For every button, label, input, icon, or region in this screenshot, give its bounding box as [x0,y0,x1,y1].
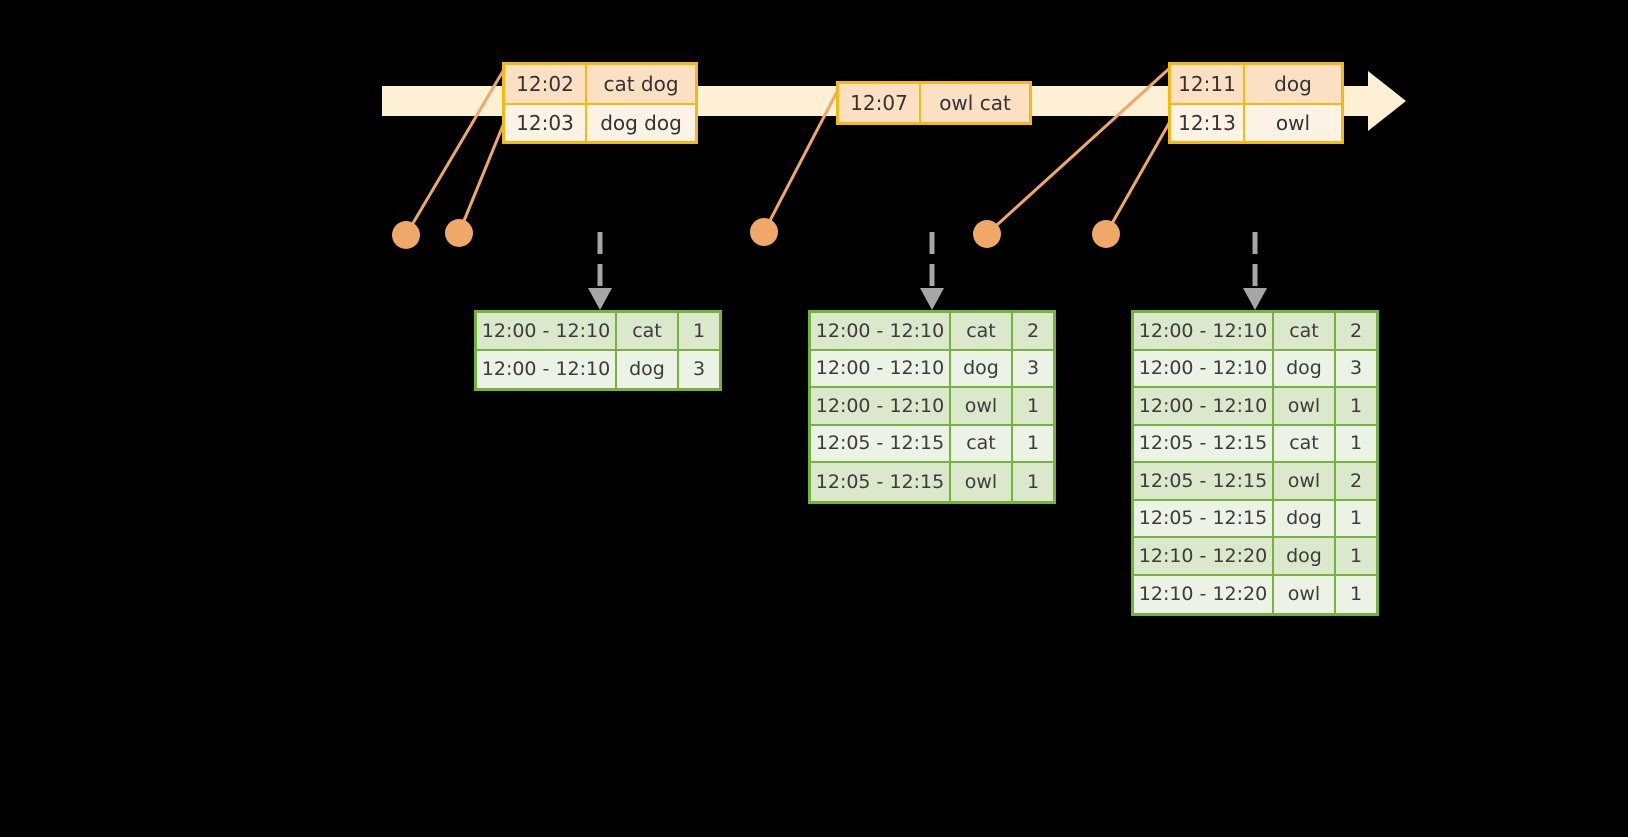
window-cell: 12:05 - 12:15 [1134,425,1274,461]
count-cell: 1 [1013,425,1053,461]
count-cell: 2 [1336,463,1376,499]
count-cell: 1 [679,313,719,349]
event-marker-5-dot [1092,220,1120,248]
connector-line-2 [457,117,508,234]
count-cell: 1 [1336,500,1376,536]
window-cell: 12:05 - 12:15 [811,463,951,501]
event-marker-2-dot [445,219,473,247]
window-cell: 12:00 - 12:10 [477,350,617,388]
event-group-a[interactable]: 12:02 cat dog 12:03 dog dog [502,62,698,144]
event-time: 12:07 [839,84,921,122]
count-cell: 1 [1013,463,1053,501]
event-time: 12:11 [1171,65,1245,103]
key-cell: cat [617,313,679,349]
emit-arrow-1-head [588,288,612,310]
window-cell: 12:00 - 12:10 [1134,388,1274,424]
window-cell: 12:00 - 12:10 [811,313,951,349]
key-cell: cat [1274,425,1336,461]
event-words: dog dog [587,105,695,141]
event-words: cat dog [587,65,695,103]
event-markers [392,218,1120,249]
window-cell: 12:00 - 12:10 [477,313,617,349]
event-words: owl cat [921,84,1029,122]
event-row: 12:13 owl [1171,103,1341,141]
key-cell: owl [1274,463,1336,499]
event-words: dog [1245,65,1341,103]
count-cell: 2 [1013,313,1053,349]
key-cell: dog [1274,538,1336,574]
key-cell: owl [1274,575,1336,613]
key-cell: dog [617,350,679,388]
event-time: 12:03 [505,105,587,141]
event-row: 12:03 dog dog [505,103,695,141]
window-cell: 12:05 - 12:15 [811,425,951,461]
emit-arrow-2-head [920,288,944,310]
key-cell: dog [951,350,1013,386]
key-cell: cat [1274,313,1336,349]
count-cell: 3 [679,350,719,388]
key-cell: cat [951,313,1013,349]
event-group-b[interactable]: 12:07 owl cat [836,81,1032,125]
key-cell: dog [1274,500,1336,536]
window-cell: 12:10 - 12:20 [1134,575,1274,613]
window-cell: 12:00 - 12:10 [811,350,951,386]
window-cell: 12:00 - 12:10 [811,388,951,424]
event-marker-4-dot [973,220,1001,248]
connector-line-5 [1104,117,1174,235]
key-cell: owl [1274,388,1336,424]
stream-timeline-arrowhead [1368,71,1406,131]
count-cell: 1 [1013,388,1053,424]
emit-arrows [597,232,1258,292]
window-cell: 12:00 - 12:10 [1134,313,1274,349]
count-cell: 3 [1013,350,1053,386]
window-cell: 12:05 - 12:15 [1134,500,1274,536]
count-cell: 3 [1336,350,1376,386]
event-row: 12:07 owl cat [839,84,1029,122]
event-row: 12:11 dog [1171,65,1341,103]
event-group-c[interactable]: 12:11 dog 12:13 owl [1168,62,1344,144]
count-cell: 1 [1336,388,1376,424]
emit-arrow-3-head [1243,288,1267,310]
event-marker-1-dot [392,221,420,249]
count-cell: 1 [1336,575,1376,613]
event-marker-3-dot [750,218,778,246]
window-cell: 12:00 - 12:10 [1134,350,1274,386]
key-cell: cat [951,425,1013,461]
event-time: 12:02 [505,65,587,103]
count-cell: 1 [1336,538,1376,574]
key-cell: owl [951,388,1013,424]
key-cell: owl [951,463,1013,501]
key-cell: dog [1274,350,1336,386]
window-cell: 12:05 - 12:15 [1134,463,1274,499]
event-row: 12:02 cat dog [505,65,695,103]
count-cell: 1 [1336,425,1376,461]
event-time: 12:13 [1171,105,1245,141]
window-cell: 12:10 - 12:20 [1134,538,1274,574]
event-words: owl [1245,105,1341,141]
emit-arrowheads [588,288,1267,310]
count-cell: 2 [1336,313,1376,349]
